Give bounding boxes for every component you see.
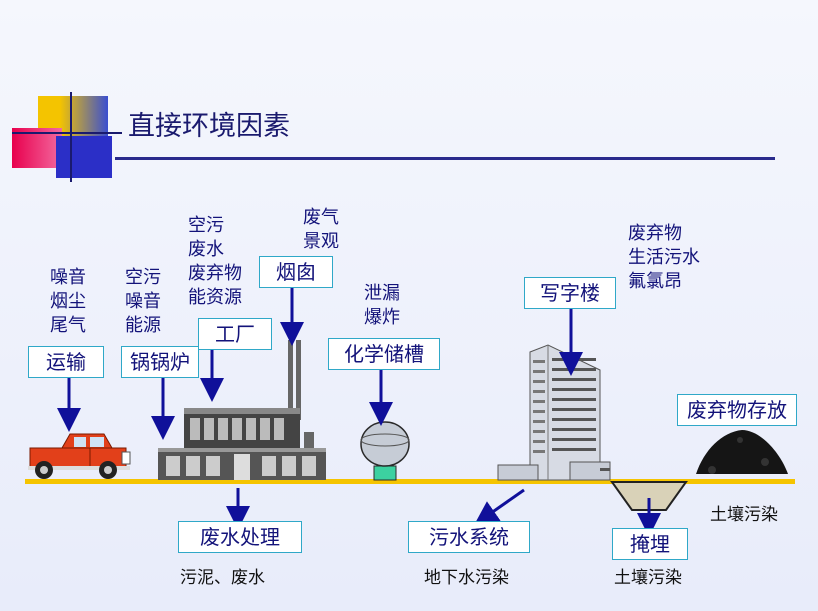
waste-storage-label: 废弃物存放 (677, 394, 797, 426)
office-notes: 废弃物 生活污水 氟氯昂 (628, 223, 700, 292)
chimney-notes: 废气 景观 (303, 207, 339, 252)
chemical-tank-illustration (360, 421, 410, 481)
boiler-notes: 空污 噪音 能源 (125, 267, 161, 336)
sewage-system-label: 污水系统 (408, 521, 530, 553)
soil-pollution-right: 土壤污染 (710, 505, 778, 525)
page-title: 直接环境因素 (128, 111, 290, 142)
wastewater-result: 污泥、废水 (180, 568, 265, 588)
office-building-illustration (497, 344, 611, 481)
boiler-label: 锅锅炉 (121, 346, 199, 378)
sewage-arrow (474, 488, 525, 525)
transport-notes: 噪音 烟尘 尾气 (50, 267, 86, 336)
chemical-tank-label: 化学储槽 (328, 338, 440, 370)
landfill-result: 土壤污染 (614, 568, 682, 588)
sewage-result: 地下水污染 (424, 568, 509, 588)
waste-pile-illustration (696, 430, 788, 474)
chemical-tank-notes: 泄漏 爆炸 (364, 283, 400, 328)
office-label: 写字楼 (524, 277, 616, 309)
factory-label: 工厂 (198, 318, 272, 350)
transport-label: 运输 (28, 346, 104, 378)
landfill-pit (610, 481, 688, 511)
truck-illustration (28, 433, 131, 479)
factory-illustration (158, 340, 326, 480)
factory-notes: 空污 废水 废弃物 能资源 (188, 215, 242, 308)
logo-decoration (12, 92, 122, 184)
landfill-label: 掩埋 (612, 528, 688, 560)
wastewater-treatment-label: 废水处理 (178, 521, 302, 553)
chimney-label: 烟囱 (259, 256, 333, 288)
ground-line (25, 479, 795, 484)
title-divider (115, 157, 775, 160)
